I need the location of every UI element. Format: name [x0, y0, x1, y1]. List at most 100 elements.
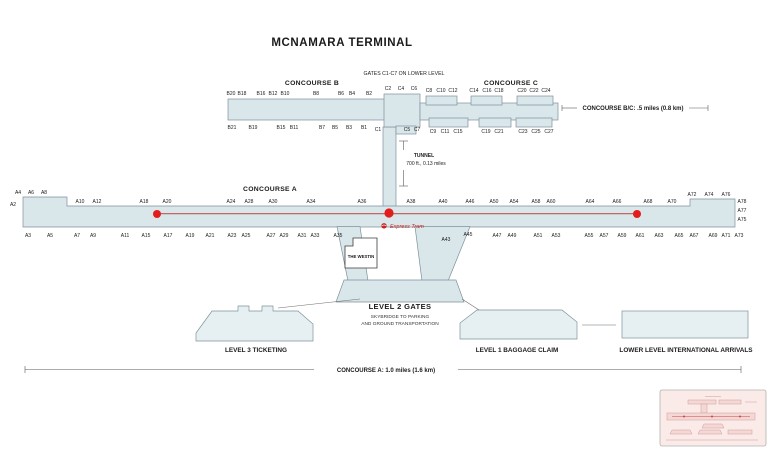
- gate-label-c14: C14: [469, 88, 478, 94]
- gate-label-a43: A43: [442, 237, 451, 243]
- gate-label-a73: A73: [735, 233, 744, 239]
- gate-label-a74: A74: [705, 192, 714, 198]
- concourse-a-shape: [22, 196, 736, 228]
- gate-label-c11: C11: [441, 129, 450, 135]
- tram-station-dot-3: [633, 210, 641, 218]
- baggage-connector-line: [461, 298, 480, 311]
- concourse-a-gate-left: A2: [10, 202, 16, 208]
- gate-label-c23: C23: [518, 129, 527, 135]
- gate-label-a64: A64: [586, 199, 595, 205]
- gate-label-a11: A11: [121, 233, 130, 239]
- gate-label-a65: A65: [675, 233, 684, 239]
- tunnel-measure: [399, 140, 408, 187]
- gate-label-c15: C15: [453, 129, 462, 135]
- gate-label-a70: A70: [668, 199, 677, 205]
- gate-label-b1: B1: [361, 125, 367, 131]
- gate-label-a18: A18: [140, 199, 149, 205]
- gate-label-a72: A72: [688, 192, 697, 198]
- skybridge-note-line2: AND GROUND TRANSPORTATION: [361, 321, 439, 327]
- gate-label-a10: A10: [76, 199, 85, 205]
- gate-label-a6: A6: [28, 190, 34, 196]
- gate-label-a5: A5: [47, 233, 53, 239]
- gate-label-b18: B18: [238, 91, 247, 97]
- gate-label-c16: C16: [482, 88, 491, 94]
- gate-label-a3: A3: [25, 233, 31, 239]
- gate-label-a40: A40: [439, 199, 448, 205]
- gate-label-b3: B3: [346, 125, 352, 131]
- concourse-c-title: CONCOURSE C: [484, 80, 538, 87]
- level2-gates-label: LEVEL 2 GATES: [369, 302, 432, 311]
- gate-label-a55: A55: [585, 233, 594, 239]
- gate-label-b11: B11: [290, 125, 299, 131]
- gate-label-c9: C9: [430, 129, 437, 135]
- c-core-tab-shape: [395, 125, 417, 135]
- gate-label-a2: A2: [10, 202, 16, 208]
- gate-label-a61: A61: [636, 233, 645, 239]
- gate-label-c21: C21: [494, 129, 503, 135]
- c-core-shape: [383, 93, 421, 128]
- gate-label-a60: A60: [547, 199, 556, 205]
- gate-label-a68: A68: [644, 199, 653, 205]
- gate-label-a59: A59: [618, 233, 627, 239]
- gate-label-b4: B4: [349, 91, 355, 97]
- gate-label-b5: B5: [332, 125, 338, 131]
- map-title: MCNAMARA TERMINAL: [271, 37, 412, 49]
- skybridge-note-line1: SKYBRIDGE TO PARKING: [371, 314, 430, 320]
- tunnel-shape: [382, 126, 397, 208]
- gate-label-a31: A31: [298, 233, 307, 239]
- tunnel-label: TUNNEL: [414, 153, 434, 159]
- level3-ticketing-shape: [195, 305, 314, 342]
- gate-label-c4: C4: [398, 86, 405, 92]
- gate-label-a69: A69: [709, 233, 718, 239]
- westin-label: THE WESTIN: [348, 254, 375, 259]
- gate-label-c25: C25: [531, 129, 540, 135]
- gate-label-c1: C1: [375, 127, 382, 133]
- tunnel-distance: 700 ft., 0.13 miles: [406, 161, 446, 167]
- gate-label-a12: A12: [93, 199, 102, 205]
- gate-label-c20: C20: [517, 88, 526, 94]
- gates-a43-a45-connector-shape: [414, 226, 471, 282]
- gate-label-b2: B2: [366, 91, 372, 97]
- gate-label-a47: A47: [493, 233, 502, 239]
- gate-label-a53: A53: [552, 233, 561, 239]
- international-arrivals-shape: [621, 310, 749, 339]
- gate-label-a38: A38: [407, 199, 416, 205]
- gate-label-b21: B21: [228, 125, 237, 131]
- gate-label-a27: A27: [267, 233, 276, 239]
- gate-label-c6: C6: [411, 86, 418, 92]
- gate-label-a54: A54: [510, 199, 519, 205]
- gate-label-a67: A67: [690, 233, 699, 239]
- concourse-b-shape: [227, 98, 386, 121]
- concourse-b-title: CONCOURSE B: [285, 80, 339, 87]
- gate-label-c5: C5: [404, 127, 411, 133]
- westin-hotel-shape: [344, 237, 378, 269]
- gate-label-c19: C19: [481, 129, 490, 135]
- gate-label-a19: A19: [186, 233, 195, 239]
- gate-label-a15: A15: [142, 233, 151, 239]
- gate-label-a46: A46: [466, 199, 475, 205]
- gate-label-a4: A4: [15, 190, 21, 196]
- gate-label-a63: A63: [655, 233, 664, 239]
- gate-label-a8: A8: [41, 190, 47, 196]
- gate-label-c7: C7: [414, 127, 421, 133]
- gate-label-b10: B10: [281, 91, 290, 97]
- express-tram-label: Express Tram: [390, 224, 424, 230]
- gate-label-b8: B8: [313, 91, 319, 97]
- level1-baggage-label: LEVEL 1 BAGGAGE CLAIM: [476, 347, 559, 354]
- level1-baggage-shape: [459, 309, 578, 340]
- gate-label-a20: A20: [163, 199, 172, 205]
- gate-label-a50: A50: [490, 199, 499, 205]
- gate-label-a35: A35: [334, 233, 343, 239]
- concourse-bc-distance: CONCOURSE B/C: .5 miles (0.8 km): [582, 106, 683, 112]
- gate-label-a25: A25: [242, 233, 251, 239]
- gate-label-a45: A45: [464, 232, 473, 238]
- lower-level-gates-note: GATES C1-C7 ON LOWER LEVEL: [364, 71, 445, 77]
- concourse-bc-measure: CONCOURSE B/C: .5 miles (0.8 km): [561, 105, 709, 112]
- legend-minimap: [659, 389, 767, 447]
- express-tram-logo-icon: [381, 223, 387, 229]
